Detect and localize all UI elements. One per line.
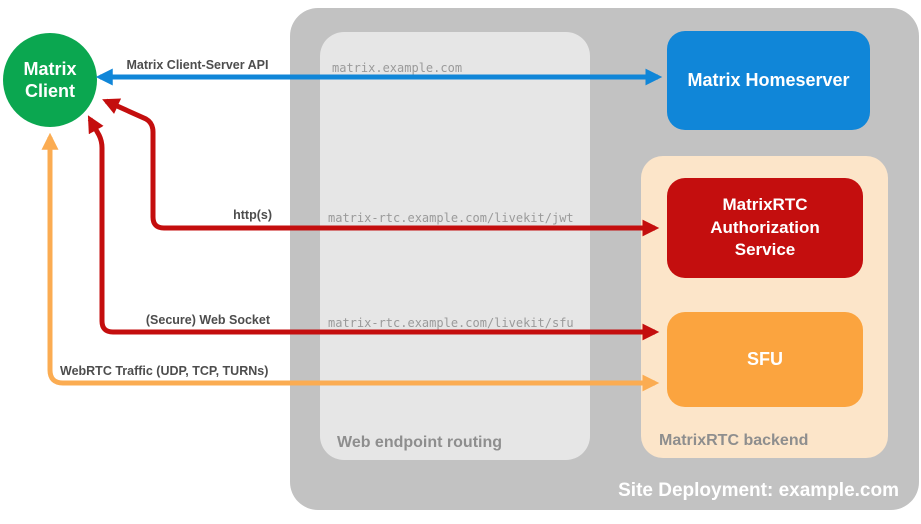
matrixrtc-backend-label: MatrixRTC backend: [659, 432, 809, 449]
matrix-client-label-line2: Client: [24, 81, 75, 101]
endpoint-livekit-jwt: matrix-rtc.example.com/livekit/jwt: [328, 211, 574, 225]
sfu-label: SFU: [747, 349, 783, 369]
endpoint-livekit-sfu: matrix-rtc.example.com/livekit/sfu: [328, 316, 574, 330]
matrix-client-node: Matrix Client: [3, 33, 97, 127]
https-arrow-label: http(s): [233, 208, 272, 222]
sfu-node: SFU: [667, 312, 863, 407]
web-endpoint-routing-label: Web endpoint routing: [337, 434, 503, 451]
webrtc-traffic-arrow-label: WebRTC Traffic (UDP, TCP, TURNs): [60, 364, 269, 378]
matrixrtc-authorization-service-label: MatrixRTC Authorization Service: [710, 194, 820, 260]
client-server-api-arrow-label: Matrix Client-Server API: [126, 58, 269, 72]
matrixrtc-authorization-service-node: MatrixRTC Authorization Service: [667, 178, 863, 278]
matrix-homeserver-node: Matrix Homeserver: [667, 31, 870, 130]
matrix-homeserver-label: Matrix Homeserver: [687, 70, 850, 90]
endpoint-matrix-example-com: matrix.example.com: [332, 61, 463, 75]
websocket-arrow-label: (Secure) Web Socket: [145, 313, 270, 327]
site-deployment-label: Site Deployment: example.com: [618, 480, 899, 501]
matrix-client-label-line1: Matrix: [23, 58, 77, 79]
web-endpoint-routing-box: [320, 32, 590, 460]
